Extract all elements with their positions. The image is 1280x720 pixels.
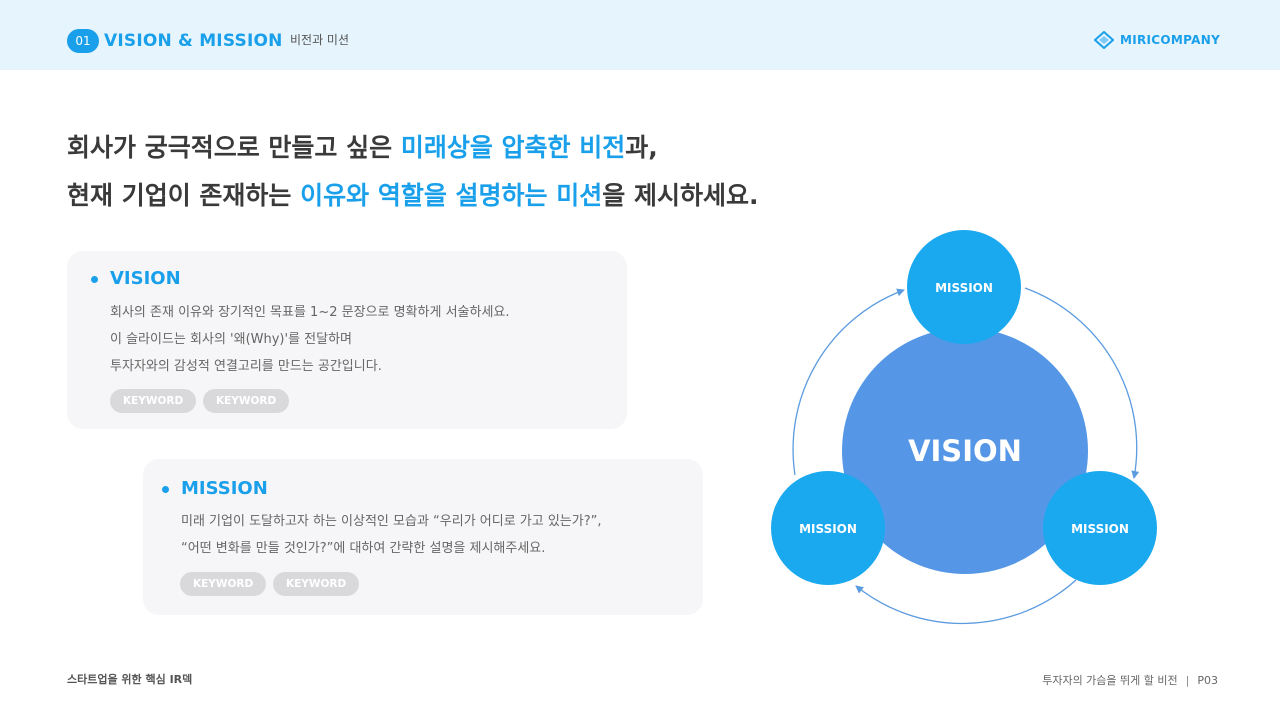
cycle-arrow-left <box>792 288 905 476</box>
mission-circle-right-label: MISSION <box>1071 522 1129 536</box>
vision-card-body: 회사의 존재 이유와 장기적인 목표를 1~2 문장으로 명확하게 서술하세요.… <box>110 299 510 380</box>
footer-deck-title: 스타트업을 위한 핵심 IR덱 <box>67 673 193 686</box>
vision-line: 투자자와의 감성적 연결고리를 만드는 공간입니다. <box>110 359 382 374</box>
bullet-dot <box>91 276 98 283</box>
headline-line-1: 회사가 궁극적으로 만들고 싶은 미래상을 압축한 비전과, <box>67 124 827 172</box>
mission-line: “어떤 변화를 만들 것인가?”에 대하여 간략한 설명을 제시해주세요. <box>181 541 546 556</box>
top-bar: 01 VISION & MISSION 비전과 미션 MIRICOMPANY <box>0 0 1280 70</box>
headline-text: 과, <box>625 133 658 162</box>
headline-line-2: 현재 기업이 존재하는 이유와 역할을 설명하는 미션을 제시하세요. <box>67 172 827 220</box>
vision-line: 회사의 존재 이유와 장기적인 목표를 1~2 문장으로 명확하게 서술하세요. <box>110 305 510 320</box>
mission-card-body: 미래 기업이 도달하고자 하는 이상적인 모습과 “우리가 어디로 가고 있는가… <box>181 508 602 562</box>
mission-card-title: MISSION <box>181 478 268 499</box>
mission-circle-left-label: MISSION <box>799 522 857 536</box>
vision-line: 이 슬라이드는 회사의 '왜(Why)'를 전달하며 <box>110 332 353 347</box>
headline-text: 현재 기업이 존재하는 <box>67 181 301 210</box>
mission-circle-top <box>907 230 1021 344</box>
mission-card: MISSION 미래 기업이 도달하고자 하는 이상적인 모습과 “우리가 어디… <box>143 459 703 615</box>
headline-highlight: 이유와 역할을 설명하는 미션 <box>300 181 603 210</box>
headline-text: 을 제시하세요. <box>602 181 759 210</box>
headline: 회사가 궁극적으로 만들고 싶은 미래상을 압축한 비전과, 현재 기업이 존재… <box>67 124 827 220</box>
diamond-logo-icon <box>1094 31 1114 49</box>
logo-text: MIRICOMPANY <box>1120 33 1221 47</box>
company-logo: MIRICOMPANY <box>1094 31 1220 49</box>
section-number-badge: 01 <box>67 29 99 53</box>
headline-highlight: 미래상을 압축한 비전 <box>400 133 626 162</box>
bullet-dot <box>162 486 169 493</box>
mission-circle-left <box>771 471 885 585</box>
vision-circle <box>842 328 1088 574</box>
footer-page-info: 투자자의 가슴을 뛰게 할 비전 | P03 <box>1042 672 1218 688</box>
mission-circle-top-label: MISSION <box>935 281 993 295</box>
cycle-arrow-top-right <box>1024 287 1140 479</box>
mission-circle-right <box>1043 471 1157 585</box>
keyword-tag: KEYWORD <box>203 389 290 413</box>
vision-card-title: VISION <box>110 268 181 289</box>
section-subtitle: 비전과 미션 <box>290 33 350 47</box>
vision-mission-diagram: VISION MISSION MISSION MISSION <box>771 230 1157 625</box>
keyword-tag: KEYWORD <box>273 572 360 596</box>
vision-card: VISION 회사의 존재 이유와 장기적인 목표를 1~2 문장으로 명확하게… <box>67 251 627 429</box>
footer-slide-title: 투자자의 가슴을 뛰게 할 비전 <box>1042 674 1178 687</box>
section-title: VISION & MISSION <box>104 31 283 51</box>
keyword-tag: KEYWORD <box>110 389 197 413</box>
vision-circle-label: VISION <box>908 434 1022 468</box>
mission-line: 미래 기업이 도달하고자 하는 이상적인 모습과 “우리가 어디로 가고 있는가… <box>181 514 602 529</box>
page-number: P03 <box>1197 674 1218 687</box>
cycle-arrow-bottom <box>855 579 1077 625</box>
footer-separator: | <box>1185 674 1190 687</box>
keyword-tag: KEYWORD <box>180 572 267 596</box>
headline-text: 회사가 궁극적으로 만들고 싶은 <box>67 133 401 162</box>
